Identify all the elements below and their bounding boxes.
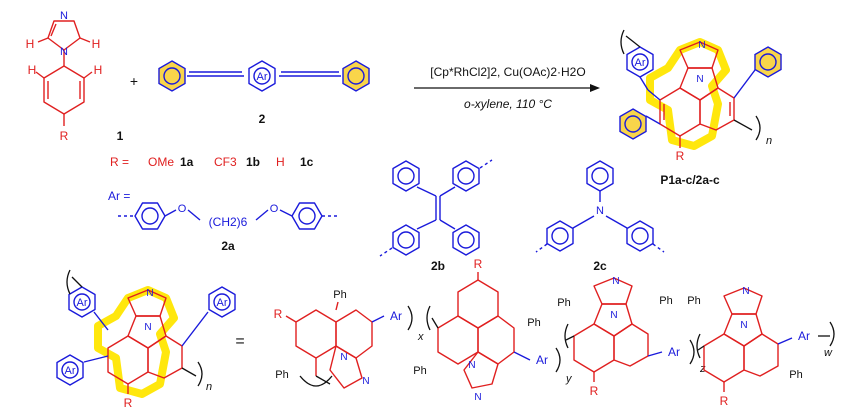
unit-z-atom-r: R — [590, 384, 599, 398]
unit-y-ph-left: Ph — [413, 365, 426, 377]
unit-z-atom-n-2: N — [610, 310, 617, 321]
polymer-unit-x: N N R Ph Ar Ph x — [274, 289, 424, 389]
unit-w-ar: Ar — [798, 329, 810, 343]
linker-2c-structure: N — [535, 160, 665, 253]
product-ar-label: Ar — [635, 57, 646, 69]
atom-h-right: H — [94, 63, 103, 77]
unit-w-atom-n-2: N — [740, 320, 747, 331]
subscript-w: w — [824, 347, 833, 359]
unit-x-atom-n: N — [340, 352, 347, 363]
unit-w-ph-right: Ph — [789, 369, 802, 381]
polymer-unit-y: N N R Ph Ph Ar y — [413, 257, 573, 403]
unit-w-atom-r: R — [720, 394, 729, 408]
atom-r-compound-1: R — [60, 129, 69, 143]
ar-equals: Ar = — [108, 189, 130, 203]
unit-w-ph-left: Ph — [687, 295, 700, 307]
linker-2a-structure: O (CH2)6 O — [118, 202, 338, 230]
label-2b: 2b — [431, 259, 445, 273]
label-2a: 2a — [221, 239, 235, 253]
subscript-x: x — [417, 331, 424, 343]
atom-h-left-top: H — [26, 37, 35, 51]
unit-y-atom-r: R — [474, 257, 483, 271]
label-product: P1a-c/2a-c — [660, 173, 720, 187]
polymer-unit-w: N N Ph Ph R Ar w — [687, 286, 835, 408]
plus-sign: + — [130, 73, 138, 89]
unit-x-atom-n-2: N — [362, 376, 369, 387]
polymer-subscript-n: n — [206, 381, 212, 393]
compound-2-structure: Ar 2 — [158, 60, 370, 126]
atom-n-2c: N — [596, 205, 604, 217]
subscript-y: y — [565, 373, 573, 385]
substituent-h: H — [276, 155, 285, 169]
atom-o-right: O — [270, 203, 279, 215]
unit-y-ar: Ar — [536, 353, 548, 367]
atom-h-left: H — [28, 63, 37, 77]
substituent-cf3: CF3 — [214, 155, 237, 169]
linker-2b-structure — [379, 159, 493, 257]
r-equals: R = — [110, 155, 129, 169]
atom-n-center: N — [60, 46, 68, 58]
atom-o-left: O — [178, 203, 187, 215]
reaction-conditions: o-xylene, 110 °C — [464, 97, 552, 111]
unit-z-ar: Ar — [668, 345, 680, 359]
polymer-atom-r: R — [124, 396, 133, 410]
polymer-ar-top-left: Ar — [77, 297, 88, 309]
product-atom-n-top: N — [698, 40, 705, 51]
atom-h-right-top: H — [92, 37, 101, 51]
polymer-ar-top-right: Ar — [217, 297, 228, 309]
polymer-atom-n-center: N — [144, 322, 151, 333]
unit-x-ph-top: Ph — [333, 289, 346, 301]
unit-y-ph-right: Ph — [527, 317, 540, 329]
product-structure: N N R Ar n P1a-c/2a-c — [619, 29, 782, 187]
label-compound-2: 2 — [259, 112, 266, 126]
unit-z-ph-left: Ph — [557, 297, 570, 309]
polymer-unit-z: N N Ph Ph R Ar z — [557, 276, 706, 398]
atom-n-top: N — [60, 10, 68, 22]
compound-1-structure: N N H H H H R 1 — [26, 10, 124, 143]
reaction-catalyst: [Cp*RhCl2]2, Cu(OAc)2·H2O — [430, 65, 585, 79]
linker-chain: (CH2)6 — [209, 215, 248, 229]
unit-y-atom-n: N — [468, 360, 475, 371]
polymer-ar-bottom-left: Ar — [65, 365, 76, 377]
label-1a: 1a — [180, 155, 194, 169]
label-2c: 2c — [593, 259, 607, 273]
label-compound-1: 1 — [117, 129, 124, 143]
generic-polymer-structure: N N R Ar Ar Ar n — [56, 269, 236, 410]
unit-x-ar: Ar — [390, 309, 402, 323]
unit-y-atom-n-2: N — [474, 392, 481, 403]
substituent-ome: OMe — [148, 155, 174, 169]
unit-z-atom-n: N — [612, 276, 619, 287]
product-subscript-n: n — [766, 135, 772, 147]
ar-label-compound-2: Ar — [257, 71, 268, 83]
reaction-arrow — [414, 84, 600, 92]
unit-z-ph-right: Ph — [659, 295, 672, 307]
label-1c: 1c — [300, 155, 314, 169]
product-atom-r: R — [676, 149, 685, 163]
subscript-z: z — [699, 363, 706, 375]
unit-x-ph-bottom: Ph — [275, 369, 288, 381]
equals-sign: = — [235, 333, 244, 350]
product-atom-n-center: N — [696, 74, 703, 85]
unit-w-atom-n: N — [742, 286, 749, 297]
polymer-atom-n-top: N — [146, 288, 153, 299]
label-1b: 1b — [246, 155, 260, 169]
unit-x-atom-r: R — [274, 307, 283, 321]
